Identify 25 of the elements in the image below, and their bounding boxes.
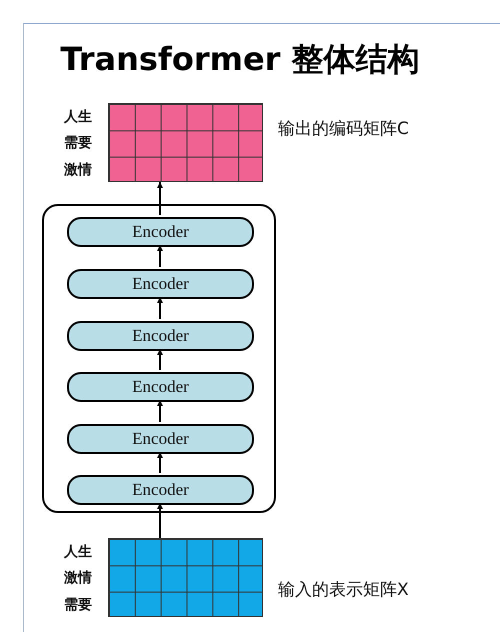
arrow <box>157 400 163 422</box>
matrix-caption: 输出的编码矩阵C <box>278 121 409 138</box>
row-label: 需要 <box>64 598 92 612</box>
arrow <box>157 503 163 538</box>
encoder-box: Encoder <box>67 372 254 402</box>
arrow <box>157 245 163 267</box>
encoder-box: Encoder <box>67 321 254 351</box>
arrow <box>157 349 163 370</box>
matrix-grid <box>108 103 263 182</box>
arrow <box>157 297 163 319</box>
matrix-caption: 输入的表示矩阵X <box>278 582 409 599</box>
row-label: 人生 <box>64 110 92 124</box>
row-label: 需要 <box>64 136 92 150</box>
row-label: 激情 <box>64 571 92 586</box>
arrow <box>157 182 163 215</box>
encoder-box: Encoder <box>67 424 254 454</box>
row-label: 激情 <box>64 162 92 177</box>
matrix-grid <box>108 538 263 617</box>
encoder-box: Encoder <box>67 269 254 299</box>
row-label: 人生 <box>64 545 92 559</box>
arrow <box>157 452 163 473</box>
encoder-box: Encoder <box>67 217 254 247</box>
encoder-stack-box <box>42 204 276 513</box>
title: Transformer 整体结构 <box>59 39 421 80</box>
encoder-box: Encoder <box>67 475 254 505</box>
